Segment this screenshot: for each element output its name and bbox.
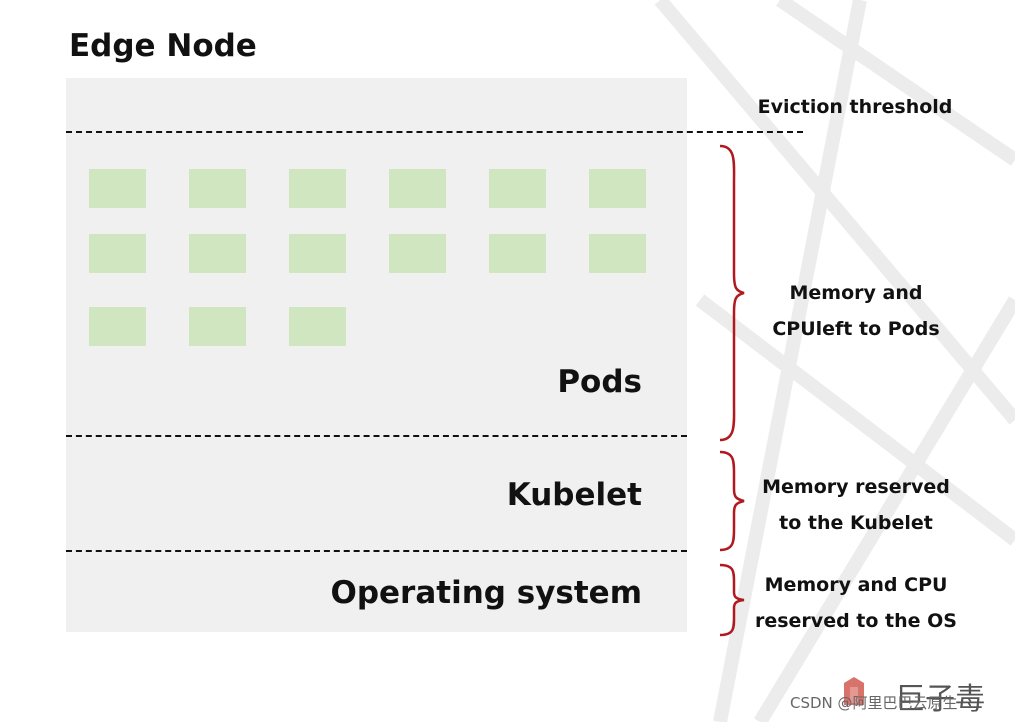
kubelet-label: Kubelet xyxy=(506,477,642,513)
pod-box xyxy=(389,169,446,208)
os-label: Operating system xyxy=(330,575,642,611)
pod-box xyxy=(289,169,346,208)
eviction-threshold-label: Eviction threshold xyxy=(757,96,953,118)
pods-annotation-line1: Memory and xyxy=(789,282,923,304)
pod-box xyxy=(89,307,146,346)
kubelet-brace xyxy=(719,450,745,552)
watermark-logo-icon xyxy=(844,677,864,705)
pod-box xyxy=(289,234,346,273)
pod-box xyxy=(289,307,346,346)
kubelet-os-divider xyxy=(66,550,687,552)
pod-box xyxy=(589,169,646,208)
pod-box xyxy=(189,234,246,273)
os-annotation: Memory and CPU reserved to the OS xyxy=(746,567,966,639)
eviction-threshold-line xyxy=(66,131,803,133)
kubelet-annotation-line1: Memory reserved xyxy=(762,476,950,498)
pod-box xyxy=(189,169,246,208)
watermark-text: CSDN @阿里巴巴云原生 xyxy=(790,694,958,712)
os-annotation-line2: reserved to the OS xyxy=(754,610,957,632)
diagram-title: Edge Node xyxy=(69,28,257,64)
pods-brace xyxy=(719,144,745,442)
pod-box xyxy=(589,234,646,273)
os-brace xyxy=(719,563,745,637)
pod-box xyxy=(89,234,146,273)
pods-kubelet-divider xyxy=(66,435,687,437)
os-annotation-line1: Memory and CPU xyxy=(764,574,948,596)
node-panel xyxy=(66,78,687,632)
pod-box xyxy=(189,307,246,346)
pod-box xyxy=(89,169,146,208)
kubelet-annotation: Memory reserved to the Kubelet xyxy=(746,469,966,541)
pod-box xyxy=(489,234,546,273)
pod-box xyxy=(489,169,546,208)
pods-annotation: Memory and CPUleft to Pods xyxy=(746,275,966,347)
watermark-logo-text: 巨子毒 xyxy=(895,682,985,717)
kubelet-annotation-line2: to the Kubelet xyxy=(779,512,933,534)
pod-box xyxy=(389,234,446,273)
pods-annotation-line2: CPUleft to Pods xyxy=(772,318,940,340)
pods-label: Pods xyxy=(557,364,642,400)
